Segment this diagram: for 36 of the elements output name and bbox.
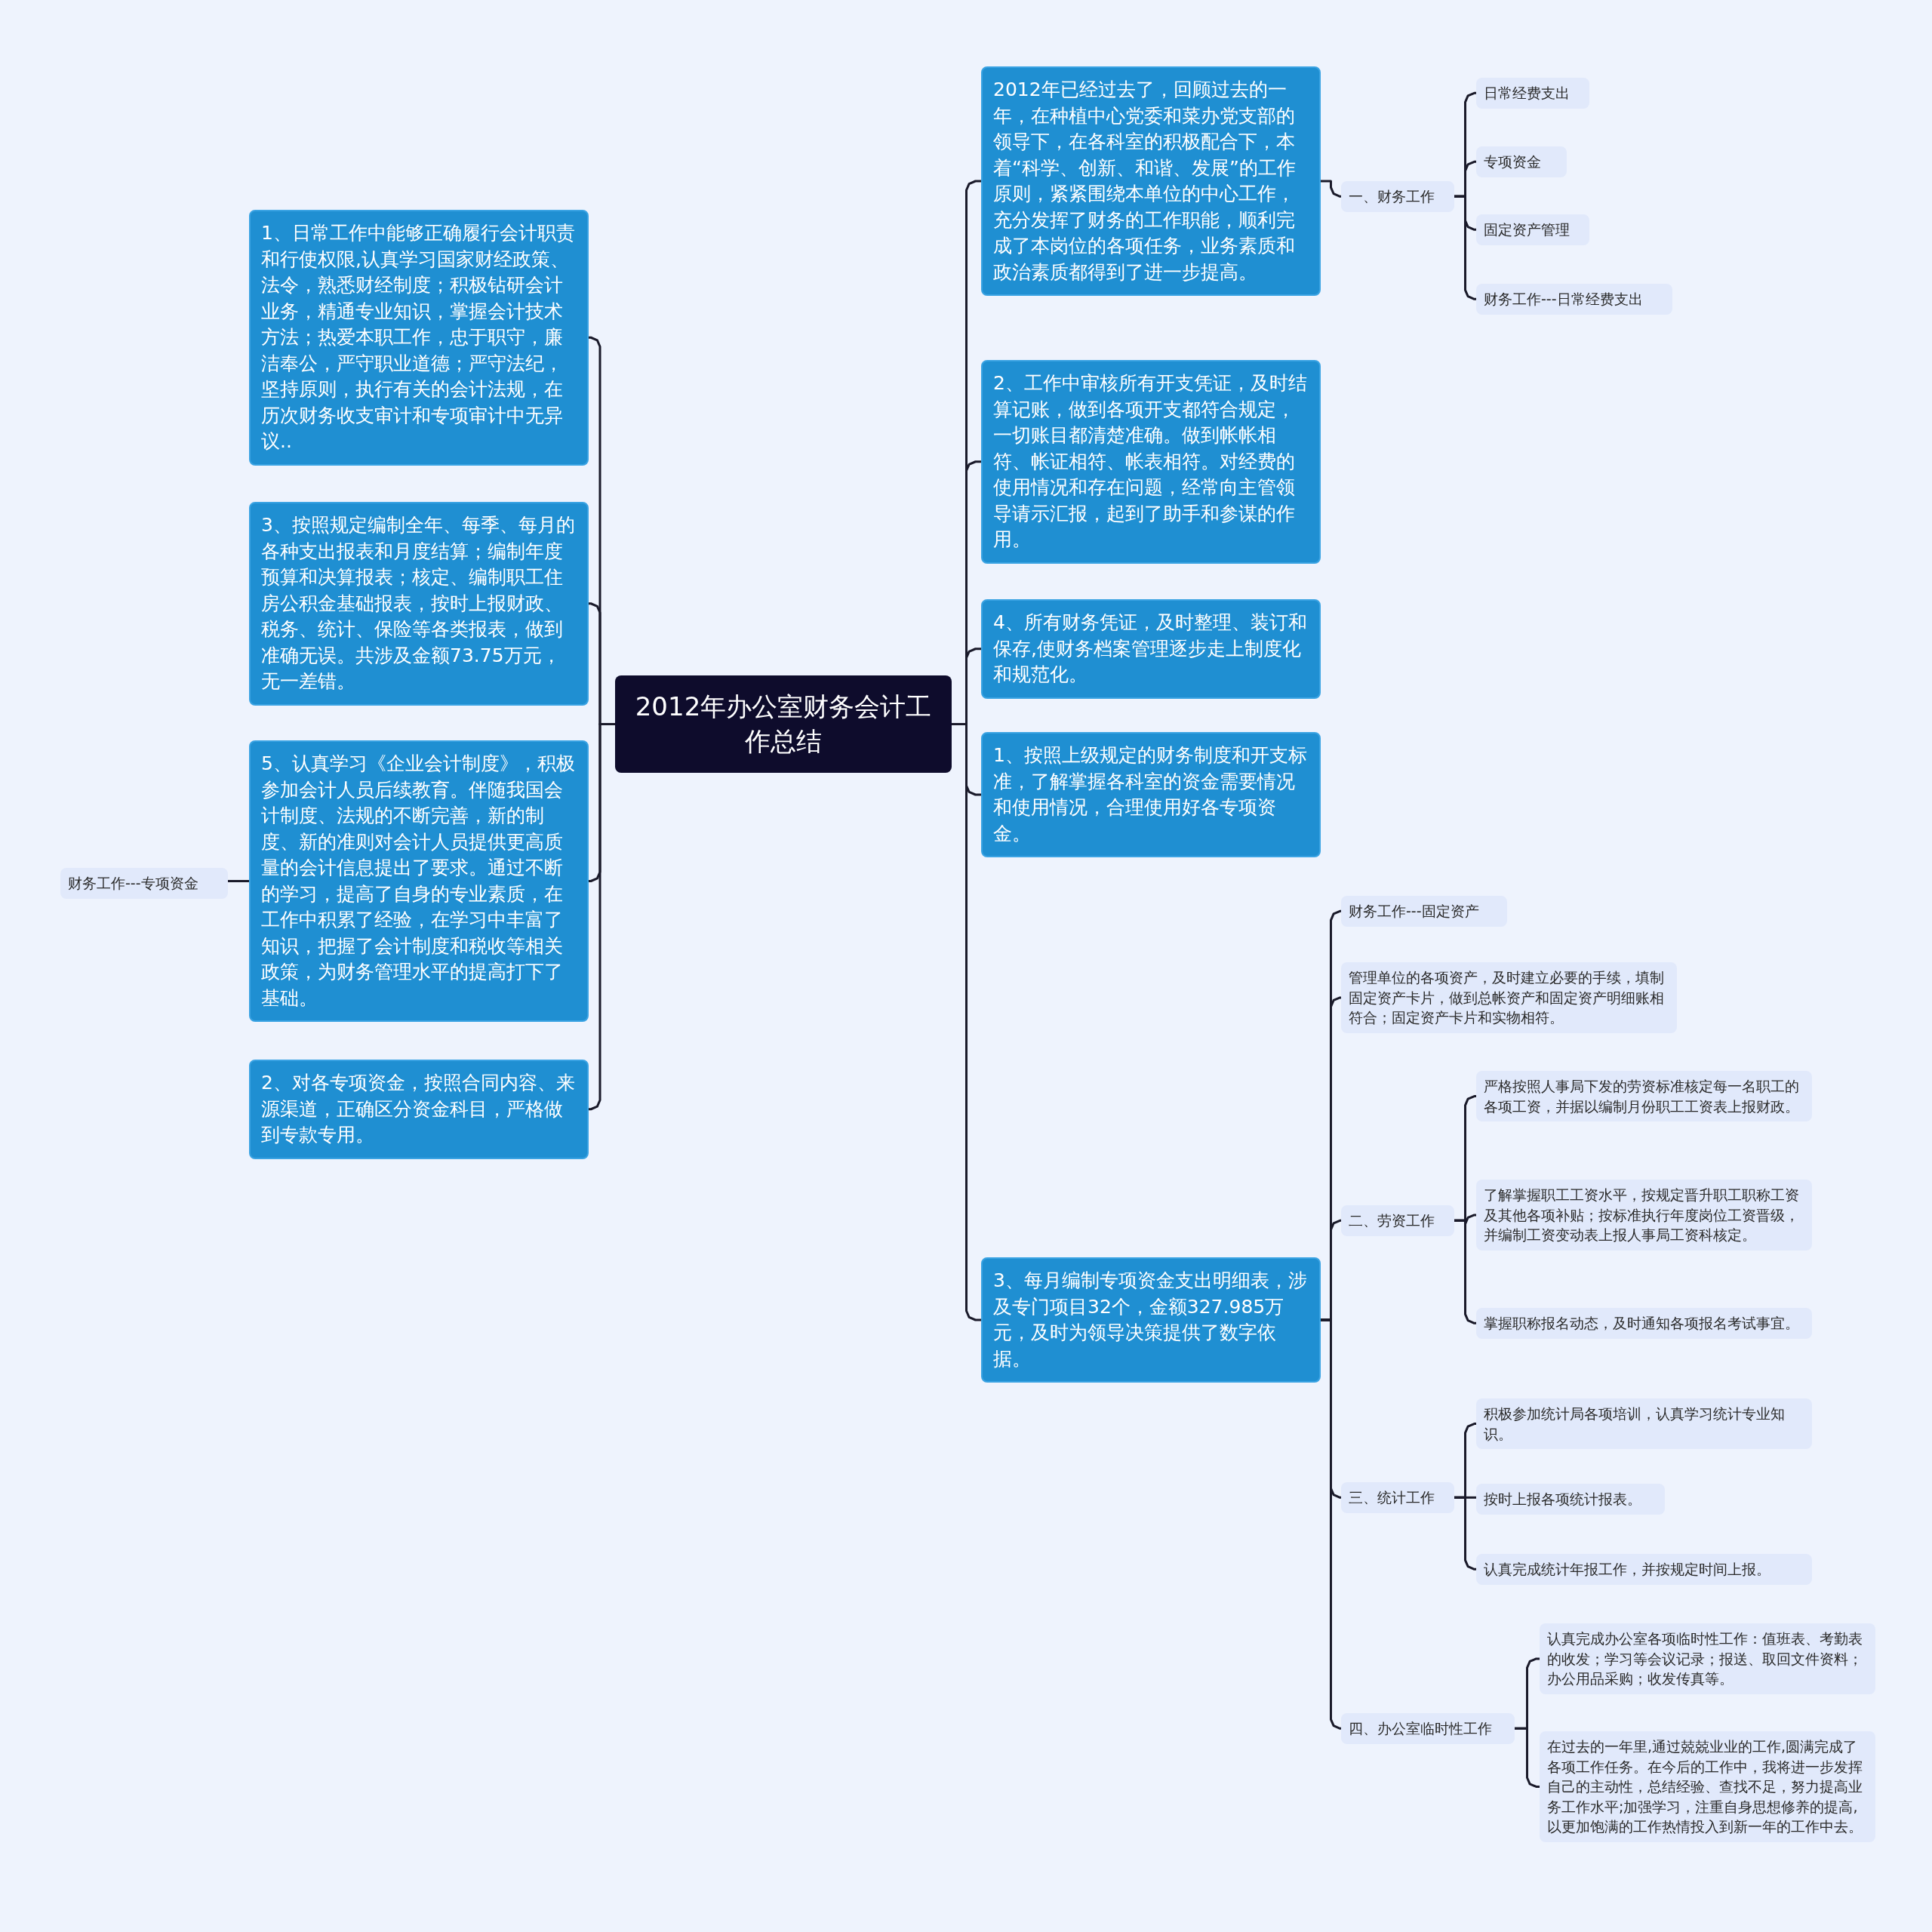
topic-box: 1、日常工作中能够正确履行会计职责和行使权限,认真学习国家财经政策、法令，熟悉财经制度；积极钻研会计业务，精通专业知识，掌握会计技术方法；热爱本职工作，忠于职守，廉洁奉公，严守职业道德；严守法纪，坚持原则，执行有关的会计法规，在历次财务收支审计和专项审计中无异议.. — [249, 210, 589, 466]
connector-line — [1321, 1318, 1342, 1730]
subtopic-box: 财务工作---专项资金 — [60, 868, 228, 899]
subtopic-box: 管理单位的各项资产，及时建立必要的手续，填制固定资产卡片，做到总帐资产和固定资产明细账相符合；固定资产卡片和实物相符。 — [1341, 962, 1677, 1033]
subtopic-box: 认真完成办公室各项临时性工作：值班表、考勤表的收发；学习等会议记录；报送、取回文件资料；办公用品采购；收发传真等。 — [1540, 1623, 1875, 1694]
subtopic-box: 三、统计工作 — [1341, 1482, 1454, 1513]
subtopic-box: 财务工作---日常经费支出 — [1476, 284, 1672, 315]
subtopic-box: 按时上报各项统计报表。 — [1476, 1484, 1665, 1515]
subtopic-box: 固定资产管理 — [1476, 214, 1589, 245]
connector-line — [228, 880, 249, 882]
subtopic-box: 四、办公室临时性工作 — [1341, 1713, 1515, 1744]
connector-line — [1454, 1219, 1477, 1324]
connector-line — [1454, 195, 1477, 300]
central-topic: 2012年办公室财务会计工作总结 — [615, 675, 952, 773]
connector-line — [1321, 180, 1342, 198]
subtopic-box: 掌握职称报名动态，及时通知各项报名考试事宜。 — [1476, 1308, 1812, 1339]
topic-box: 4、所有财务凭证，及时整理、装订和保存,使财务档案管理逐步走上制度化和规范化。 — [981, 599, 1321, 699]
topic-box: 2、对各专项资金，按照合同内容、来源渠道，正确区分资金科目，严格做到专款专用。 — [249, 1060, 589, 1159]
topic-box: 1、按照上级规定的财务制度和开支标准，了解掌握各科室的资金需要情况和使用情况，合理使用好各专项资金。 — [981, 732, 1321, 857]
subtopic-box: 在过去的一年里,通过兢兢业业的工作,圆满完成了各项工作任务。在今后的工作中，我将进一步发挥自己的主动性，总结经验、查找不足，努力提高业务工作水平;加强学习，注重自身思想修养的提高,以更加饱满的工作热情投入到新一年的工作中去。 — [1540, 1731, 1875, 1842]
subtopic-box: 日常经费支出 — [1476, 78, 1589, 109]
topic-box: 3、按照规定编制全年、每季、每月的各种支出报表和月度结算；编制年度预算和决算报表；核定、编制职工住房公积金基础报表，按时上报财政、税务、统计、保险等各类报表，做到准确无误。共涉及金额73.75万元，无一差错。 — [249, 502, 589, 706]
topic-box: 2012年已经过去了，回顾过去的一年，在种植中心党委和菜办党支部的领导下，在各科室的积极配合下，本着“科学、创新、和谐、发展”的工作原则，紧紧围绕本单位的中心工作，充分发挥了财务的工作职能，顺利完成了本岗位的各项任务，业务素质和政治素质都得到了进一步提高。 — [981, 66, 1321, 296]
subtopic-box: 一、财务工作 — [1341, 181, 1454, 212]
topic-box: 5、认真学习《企业会计制度》，积极参加会计人员后续教育。伴随我国会计制度、法规的不断完善，新的制度、新的准则对会计人员提供更高质量的会计信息提出了要求。通过不断的学习，提高了自身的专业素质，在工作中积累了经验，在学习中丰富了知识，把握了会计制度和税收等相关政策，为财务管理水平的提高打下了基础。 — [249, 740, 589, 1022]
connector-line — [1515, 1727, 1540, 1788]
topic-box: 3、每月编制专项资金支出明细表，涉及专门项目32个，金额327.985万元，及时为领导决策提供了数字依据。 — [981, 1257, 1321, 1383]
subtopic-box: 了解掌握职工工资水平，按规定晋升职工职称工资及其他各项补贴；按标准执行年度岗位工资晋级，并编制工资变动表上报人事局工资科核定。 — [1476, 1180, 1812, 1251]
subtopic-box: 财务工作---固定资产 — [1341, 896, 1507, 927]
subtopic-box: 二、劳资工作 — [1341, 1205, 1454, 1236]
subtopic-box: 积极参加统计局各项培训，认真学习统计专业知识。 — [1476, 1398, 1812, 1450]
subtopic-box: 严格按照人事局下发的劳资标准核定每一名职工的各项工资，并据以编制月份职工工资表上报财政。 — [1476, 1071, 1812, 1122]
connector-line — [1454, 1496, 1477, 1571]
subtopic-box: 认真完成统计年报工作，并按规定时间上报。 — [1476, 1554, 1812, 1585]
subtopic-box: 专项资金 — [1476, 146, 1567, 177]
topic-box: 2、工作中审核所有开支凭证，及时结算记账，做到各项开支都符合规定，一切账目都清楚准确。做到帐帐相符、帐证相符、帐表相符。对经费的使用情况和存在问题，经常向主管领导请示汇报，起到了助手和参谋的作用。 — [981, 360, 1321, 564]
